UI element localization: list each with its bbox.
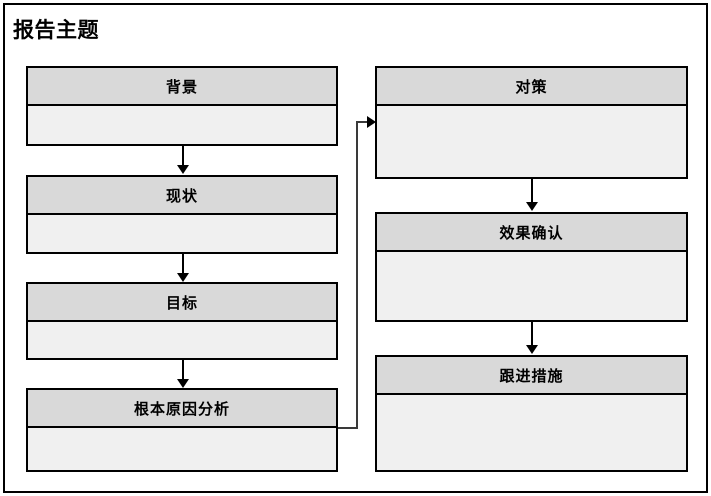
card-body-followup-measures[interactable]	[377, 395, 686, 470]
card-body-effect-confirmation[interactable]	[377, 252, 686, 320]
card-effect-confirmation[interactable]: 效果确认	[375, 212, 688, 322]
card-header-root-cause-analysis: 根本原因分析	[28, 390, 336, 428]
page-title: 报告主题	[13, 18, 99, 42]
card-goal[interactable]: 目标	[26, 282, 338, 360]
card-current-status[interactable]: 现状	[26, 175, 338, 254]
card-header-current-status: 现状	[28, 177, 336, 215]
card-countermeasure[interactable]: 对策	[375, 66, 688, 179]
card-body-current-status[interactable]	[28, 215, 336, 252]
connector-arrowhead-countermeasure	[367, 116, 376, 128]
card-body-goal[interactable]	[28, 322, 336, 358]
card-body-countermeasure[interactable]	[377, 106, 686, 177]
card-background[interactable]: 背景	[26, 66, 338, 146]
card-root-cause-analysis[interactable]: 根本原因分析	[26, 388, 338, 472]
card-followup-measures[interactable]: 跟进措施	[375, 355, 688, 472]
card-header-effect-confirmation: 效果确认	[377, 214, 686, 252]
card-body-background[interactable]	[28, 106, 336, 144]
card-body-root-cause-analysis[interactable]	[28, 428, 336, 470]
card-header-countermeasure: 对策	[377, 68, 686, 106]
card-header-goal: 目标	[28, 284, 336, 322]
card-header-followup-measures: 跟进措施	[377, 357, 686, 395]
card-header-background: 背景	[28, 68, 336, 106]
